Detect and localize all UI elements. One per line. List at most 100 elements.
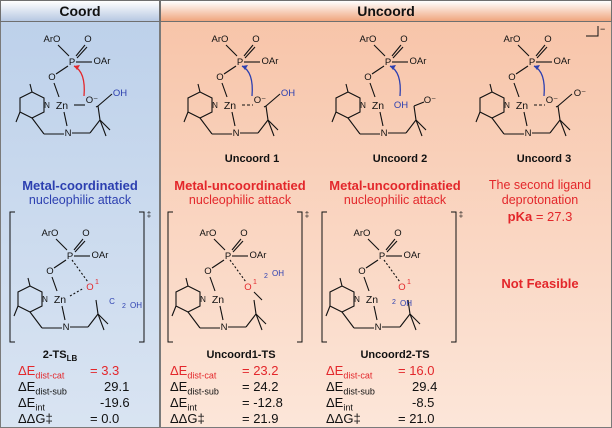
bond	[95, 299, 99, 315]
aryloxy-label: ArO	[212, 34, 229, 45]
aryloxy-label: ArO	[354, 228, 371, 239]
aryloxy-label: OAr	[410, 56, 427, 67]
nitrogen-label: N	[381, 128, 388, 139]
bond	[555, 105, 559, 108]
nucleophile-oxygen: O	[244, 282, 251, 293]
nitrogen-label: N	[63, 322, 70, 333]
bond	[255, 313, 263, 331]
pka-value: = 27.3	[535, 209, 573, 224]
bond	[339, 277, 343, 287]
hydroxyl-label: OH	[394, 100, 408, 111]
bond	[199, 117, 213, 135]
phosphorus-label: P	[69, 57, 75, 68]
bond	[97, 313, 105, 331]
aryloxy-label: OAr	[554, 56, 571, 67]
pyridine-ring	[175, 285, 201, 313]
label-uncoord1: Uncoord 1	[224, 153, 280, 165]
atom-index: 1	[95, 279, 99, 286]
oxygen-label: O	[48, 72, 55, 83]
bond	[232, 240, 244, 253]
bond	[209, 276, 216, 292]
energy-value: 29.4	[412, 379, 438, 394]
bond	[97, 93, 113, 107]
arrow-head	[242, 65, 248, 70]
oxygen-label: O	[400, 34, 407, 45]
bond	[557, 93, 573, 107]
aryloxy-label: ArO	[504, 34, 521, 45]
bond	[99, 119, 111, 131]
nitrogen-label: N	[44, 101, 50, 110]
energy-value: 29.1	[104, 379, 130, 394]
bond	[187, 311, 201, 329]
bond	[557, 105, 561, 121]
uncoord-panel	[160, 0, 612, 428]
label-2-ts-lb: 2-TSLB	[42, 349, 78, 364]
energy-row-int: ΔEint-19.6	[18, 395, 130, 413]
energy-row-dist-cat: ΔEdist-cat= 16.0	[326, 363, 435, 381]
energy-value: -8.5	[412, 395, 435, 410]
phosphorus-label: P	[225, 251, 231, 262]
uncoord1-mechanism-title: Metal-uncoordinatied	[174, 178, 306, 193]
bond	[53, 82, 60, 98]
bond	[559, 119, 567, 137]
bond	[257, 119, 269, 134]
oxygen-label: O	[508, 72, 515, 83]
label-uncoord2: Uncoord 2	[372, 153, 428, 165]
bond	[517, 44, 530, 57]
bond	[267, 119, 275, 137]
bond	[225, 44, 238, 57]
bond	[171, 305, 177, 317]
nucleophile-oxygen: O	[86, 282, 93, 293]
energy-value: = -12.8	[242, 395, 283, 410]
energy-value: = 23.2	[242, 363, 279, 378]
bond	[211, 259, 225, 269]
nitrogen-label: N	[65, 128, 72, 139]
zinc-label: Zn	[516, 100, 528, 112]
energy-value: -19.6	[100, 395, 130, 410]
aryloxy-label: ArO	[200, 228, 217, 239]
uncoord2-mechanism-subtitle: nucleophilic attack	[343, 193, 447, 207]
bond	[31, 117, 45, 135]
bond	[231, 111, 236, 127]
bond	[57, 44, 70, 57]
bond	[87, 313, 99, 328]
ts-bracket-right	[139, 211, 145, 343]
energy-row-dist-sub: ΔEdist-sub= 24.2	[170, 379, 279, 397]
aryloxy-label: OAr	[262, 56, 279, 67]
bond	[253, 299, 257, 315]
ts-dagger: ‡	[305, 210, 309, 219]
pyridine-ring	[335, 91, 361, 119]
bond	[15, 111, 21, 123]
phosphorus-label: P	[67, 251, 73, 262]
oxygen-label: O	[204, 266, 211, 277]
energy-row-int: ΔEint= -12.8	[170, 395, 283, 413]
oxygen-label: O	[364, 72, 371, 83]
coord-header: Coord	[0, 0, 160, 22]
zinc-label: Zn	[224, 100, 236, 112]
oxygen-label: O	[544, 34, 551, 45]
bond	[535, 44, 546, 57]
forming-bond	[229, 259, 247, 283]
bond	[267, 119, 279, 131]
oxide-label: O⁻	[424, 95, 436, 106]
energy-value: = 21.0	[398, 411, 435, 426]
uncoord-header: Uncoord	[160, 0, 612, 22]
bond	[367, 238, 380, 251]
ts-bracket-left	[321, 211, 327, 343]
aryloxy-label: ArO	[44, 34, 61, 45]
bond	[197, 83, 201, 93]
nitrogen-label: N	[212, 101, 218, 110]
pyridine-ring	[17, 285, 43, 313]
nitrogen-label: N	[354, 295, 360, 304]
coordination-bond	[69, 287, 85, 297]
ts-bracket-right	[451, 211, 457, 343]
bond	[221, 82, 228, 98]
energy-value: = 21.9	[242, 411, 279, 426]
zinc-label: Zn	[54, 294, 66, 306]
energy-row-dist-cat: ΔEdist-cat= 23.2	[170, 363, 279, 381]
oxygen-label: O	[82, 228, 89, 239]
uncoord2-mechanism-title: Metal-uncoordinatied	[329, 178, 461, 193]
bond	[391, 44, 402, 57]
aryloxy-label: OAr	[250, 250, 267, 261]
